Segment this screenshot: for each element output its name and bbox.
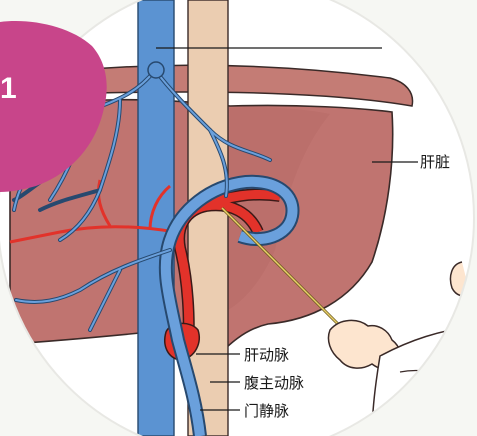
badge-number: 1 <box>0 72 17 105</box>
label-liver: 肝脏 <box>420 153 450 171</box>
label-hepatic-artery: 肝动脉 <box>244 346 289 364</box>
label-abdominal-aorta: 腹主动脉 <box>244 374 304 392</box>
label-portal-vein: 门静脉 <box>244 402 289 420</box>
vena-cava-junction <box>148 62 164 78</box>
abdominal-aorta-vessel <box>188 0 228 436</box>
